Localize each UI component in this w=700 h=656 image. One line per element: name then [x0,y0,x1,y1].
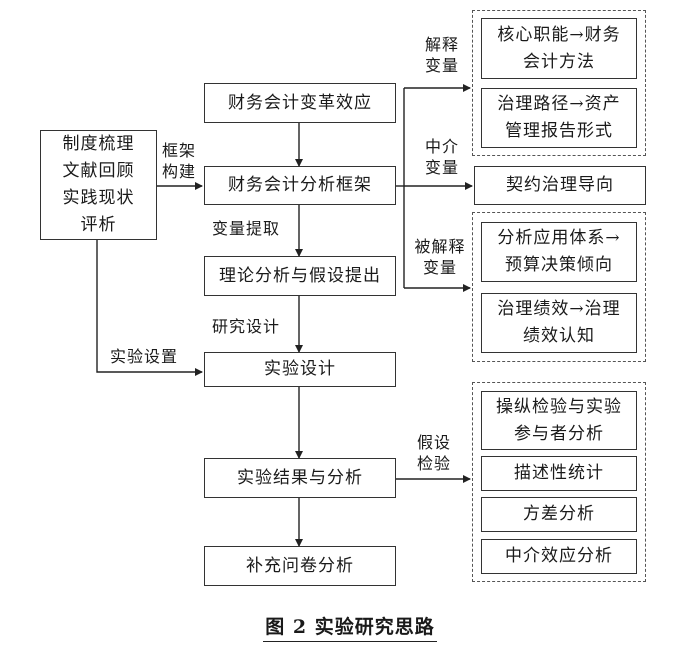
test-box-descriptive: 描述性统计 [481,456,637,491]
framework-build-label: 框架 构建 [162,141,197,181]
framework-box: 财务会计分析框架 [204,166,396,205]
explanatory-box-core: 核心职能→财务 会计方法 [481,18,637,79]
mediating-variable-label: 中介 变量 [424,137,459,177]
dependent-box-analysis: 分析应用体系→ 预算决策倾向 [481,222,637,282]
left-box-line: 评析 [80,215,117,235]
figure-caption-text: 图 2 实验研究思路 [263,616,437,642]
experiment-setup-label: 实验设置 [110,347,179,366]
left-box-line: 文献回顾 [62,161,135,181]
dependent-variable-label: 被解释 变量 [414,237,466,277]
mediating-box: 契约治理导向 [474,166,646,205]
theory-box: 理论分析与假设提出 [204,256,396,296]
effect-box: 财务会计变革效应 [204,83,396,123]
test-box-mediation: 中介效应分析 [481,539,637,574]
test-group-frame [472,382,646,582]
theory-label: 理论分析与假设提出 [219,265,381,286]
left-box-line: 实践现状 [62,188,135,208]
arrow-left-to-design [96,240,203,376]
results-box: 实验结果与分析 [204,458,396,498]
survey-box: 补充问卷分析 [204,546,396,586]
figure-caption: 图 2 实验研究思路 [0,612,700,642]
explanatory-box-governance: 治理路径→资产 管理报告形式 [481,88,637,148]
left-box-line: 制度梳理 [62,134,135,154]
test-box-manipulation: 操纵检验与实验 参与者分析 [481,391,637,450]
design-box: 实验设计 [204,352,396,387]
variable-extract-label: 变量提取 [212,219,281,238]
explanatory-variable-label: 解释 变量 [424,35,459,75]
research-design-label: 研究设计 [212,317,281,336]
hypothesis-test-label: 假设 检验 [416,433,451,473]
explanatory-group-frame [472,10,646,156]
dependent-group-frame [472,212,646,362]
test-box-anova: 方差分析 [481,497,637,532]
dependent-box-performance: 治理绩效→治理 绩效认知 [481,293,637,353]
mediating-label: 契约治理导向 [506,175,614,195]
results-label: 实验结果与分析 [237,467,363,488]
effect-label: 财务会计变革效应 [228,92,372,113]
framework-label: 财务会计分析框架 [228,175,372,195]
left-source-box: 制度梳理 文献回顾 实践现状 评析 [40,130,157,240]
design-label: 实验设计 [264,359,336,379]
survey-label: 补充问卷分析 [246,555,354,576]
